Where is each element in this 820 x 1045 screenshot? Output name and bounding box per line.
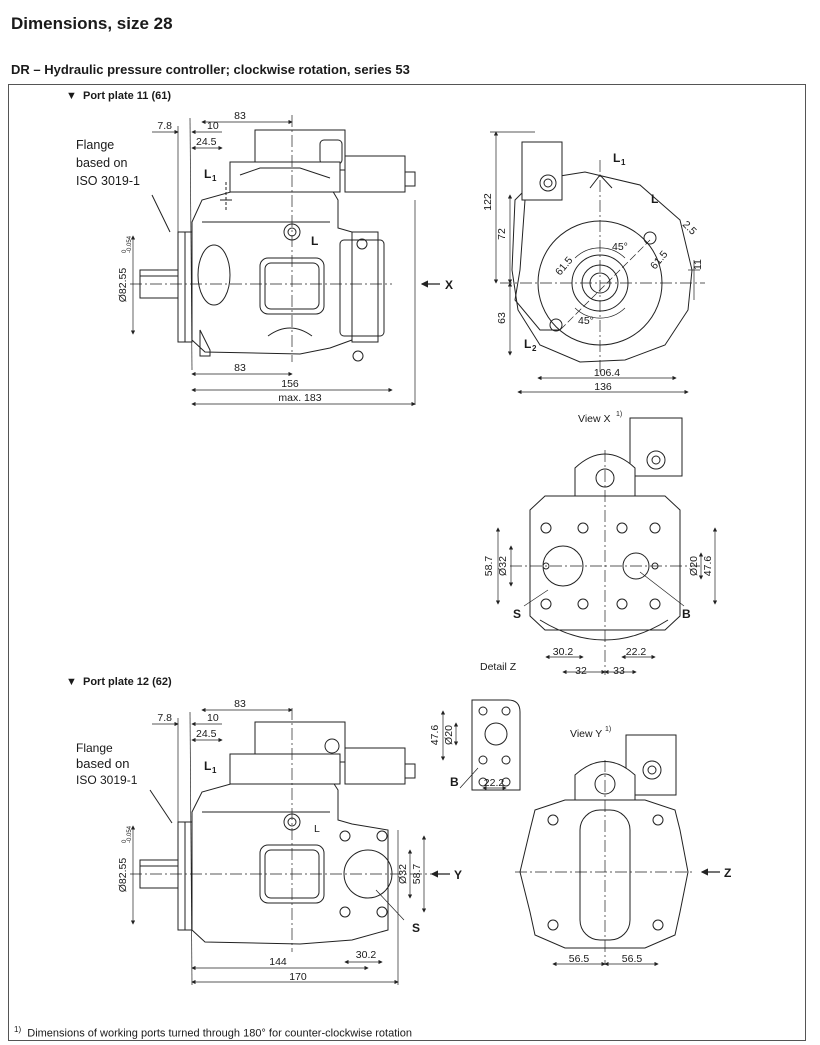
footnote-text: Dimensions of working ports turned throu… <box>27 1027 412 1040</box>
dim-text: 33 <box>613 665 625 677</box>
dim-text: 10 <box>207 120 219 132</box>
port-label: S <box>412 921 420 935</box>
dim-text: 170 <box>289 971 307 983</box>
footnote-ref: 1) <box>616 411 622 418</box>
port-label: L <box>524 337 531 351</box>
flange-line: based on <box>76 756 130 771</box>
dim-text: 0 <box>122 839 128 843</box>
dim-text: 83 <box>234 110 246 122</box>
port-label: B <box>450 775 459 789</box>
flange-label-1: Flange based on ISO 3019-1 <box>76 136 140 190</box>
dim-text: Ø82.55 <box>117 858 129 893</box>
dim-text: 83 <box>234 362 246 374</box>
port-label: L <box>613 151 620 165</box>
view-y <box>515 734 720 967</box>
dim-text: 24.5 <box>196 728 217 740</box>
dim-text: 122 <box>482 193 494 211</box>
view-arrow-label: X <box>445 278 453 292</box>
view-title: View X <box>578 413 611 425</box>
side-view-2 <box>130 707 450 986</box>
view-x-text: View X 1) 58.7 Ø32 Ø20 47.6 30.2 22.2 32… <box>483 411 714 677</box>
section1-heading-text: Port plate 11 (61) <box>83 90 172 102</box>
side-view-1-text: 83 7.8 10 24.5 83 156 max. 183 Ø82.55 0 … <box>117 110 453 404</box>
footnote-ref: 1) <box>605 726 611 733</box>
dim-text: 136 <box>594 381 612 393</box>
dim-text: 156 <box>281 378 299 390</box>
dim-text: 45° <box>612 241 628 253</box>
dim-text: max. 183 <box>278 392 321 404</box>
port-label-sub: 2 <box>532 344 537 353</box>
dim-text: -0.054 <box>127 235 133 253</box>
section2-heading-text: Port plate 12 (62) <box>83 676 172 688</box>
dim-text: 30.2 <box>356 949 377 961</box>
footnote-number: 1) <box>14 1025 22 1034</box>
page-title: Dimensions, size 28 <box>11 14 173 33</box>
drawing-frame <box>8 84 806 1041</box>
view-arrow-label: Z <box>724 866 731 880</box>
port-label: L <box>314 823 320 835</box>
side-view-2-text: 83 7.8 10 24.5 144 170 30.2 Ø82.55 0 -0.… <box>117 698 462 983</box>
dim-text: 11 <box>692 259 704 270</box>
port-label: S <box>513 607 521 621</box>
flange-line: Flange <box>76 138 115 152</box>
port-label: B <box>682 607 691 621</box>
page-subtitle: DR – Hydraulic pressure controller; cloc… <box>11 62 410 77</box>
dim-text: 24.5 <box>196 136 217 148</box>
dim-text: 32 <box>575 665 587 677</box>
dim-text: 106.4 <box>594 367 620 379</box>
dim-text: 45° <box>578 315 594 327</box>
dim-text: 22.2 <box>626 646 647 658</box>
dim-text: 58.7 <box>411 864 423 885</box>
flange-line: based on <box>76 156 128 170</box>
dim-text: 10 <box>207 712 219 724</box>
port-label: L <box>311 234 318 248</box>
dim-text: 7.8 <box>157 712 172 724</box>
flange-line: ISO 3019-1 <box>76 174 140 188</box>
port-label-sub: 1 <box>212 766 217 775</box>
view-title: View Y <box>570 728 602 740</box>
footnote: 1) Dimensions of working ports turned th… <box>14 1025 412 1040</box>
flange-line: Flange <box>76 741 113 755</box>
dim-text: 63 <box>496 312 508 324</box>
dim-text: Ø82.55 <box>117 268 129 303</box>
dim-text: Ø32 <box>397 864 409 884</box>
section1-heading: ▼ Port plate 11 (61) <box>66 90 172 102</box>
dim-text: 83 <box>234 698 246 710</box>
view-x <box>495 417 718 675</box>
bolt-holes <box>540 522 661 610</box>
view-title: Detail Z <box>480 661 517 673</box>
detail-z-text: Detail Z 47.6 Ø20 22.2 B <box>429 661 517 789</box>
dim-text: -0.054 <box>127 825 133 843</box>
dim-text: 47.6 <box>429 725 441 746</box>
flange-label-2: Flange based on ISO 3019-1 <box>76 740 137 788</box>
port-label: L <box>204 167 211 181</box>
dim-text: 7.8 <box>157 120 172 132</box>
dim-text: 47.6 <box>702 556 714 577</box>
front-view-1 <box>490 131 705 395</box>
view-arrow-label: Y <box>454 868 462 882</box>
port-label: L <box>651 192 658 206</box>
port-label-sub: 1 <box>212 174 217 183</box>
detail-z <box>440 699 521 791</box>
dim-text: 56.5 <box>569 953 590 965</box>
view-y-text: View Y 1) 56.5 56.5 Z <box>569 726 732 965</box>
dim-text: Ø20 <box>443 725 455 745</box>
dim-text: 72 <box>496 228 508 240</box>
section2-heading: ▼ Port plate 12 (62) <box>66 676 172 688</box>
dim-text: 22.2 <box>484 777 505 789</box>
dim-text: 30.2 <box>553 646 574 658</box>
dim-text: Ø20 <box>688 556 700 576</box>
flange-line: ISO 3019-1 <box>76 773 138 787</box>
dim-text: 0 <box>122 249 128 253</box>
dim-text: 58.7 <box>483 556 495 577</box>
port-label: L <box>204 759 211 773</box>
side-view-1 <box>130 115 440 407</box>
dim-text: 56.5 <box>622 953 643 965</box>
dim-text: Ø32 <box>497 556 509 576</box>
dim-text: 144 <box>269 956 287 968</box>
port-label-sub: 1 <box>621 158 626 167</box>
